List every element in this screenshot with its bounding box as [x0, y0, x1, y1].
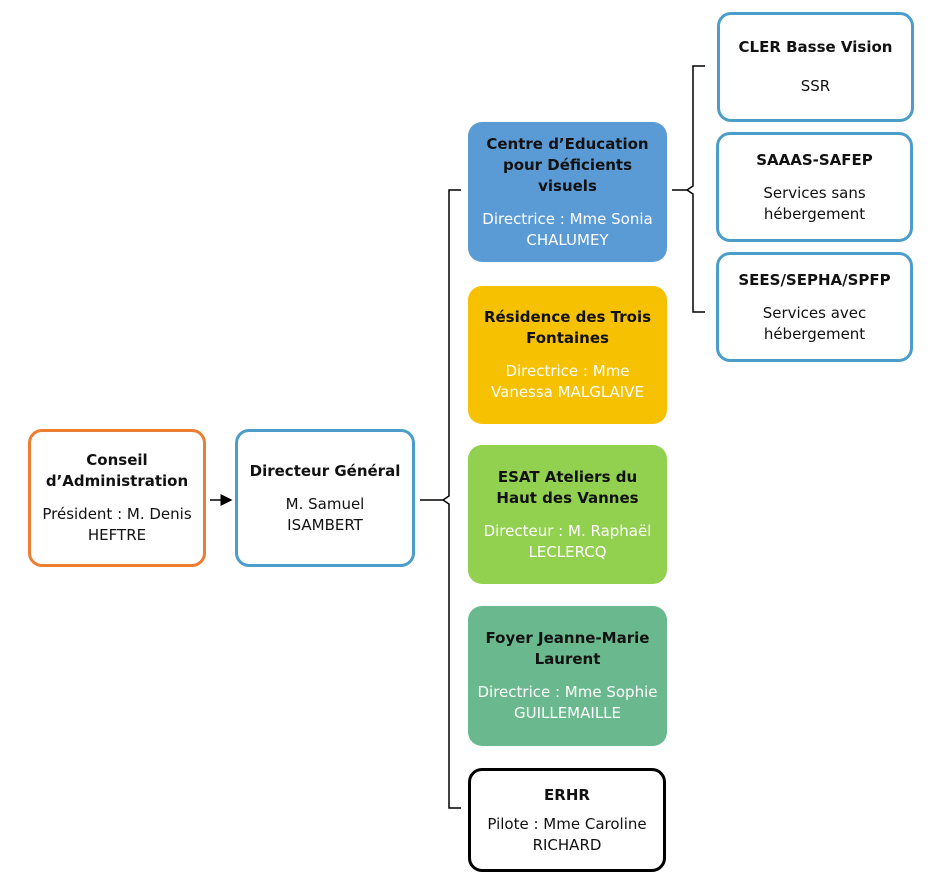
conseil-title: Conseil d’Administration: [45, 451, 189, 490]
centre-education-box: Centre d’Education pour Déficients visue…: [468, 122, 667, 262]
sees-sepha-spfp-box: SEES/SEPHA/SPFP Services avec hébergemen…: [716, 252, 913, 362]
directeur-general-title: Directeur Général: [249, 461, 401, 480]
residence-trois-fontaines-box: Résidence des Trois Fontaines Directrice…: [468, 286, 667, 424]
establishment-director: Directeur : M. Raphaël LECLERCQ: [483, 521, 652, 561]
esat-ateliers-box: ESAT Ateliers du Haut des Vannes Directe…: [468, 445, 667, 584]
service-title: SAAAS-SAFEP: [756, 150, 873, 169]
establishment-director: Directrice : Mme Vanessa MALGLAIVE: [491, 362, 644, 401]
conseil-president: Président : M. Denis HEFTRE: [42, 505, 192, 544]
establishment-title: Centre d’Education pour Déficients visue…: [486, 134, 649, 195]
cler-basse-vision-box: CLER Basse Vision SSR: [717, 12, 914, 122]
service-description: Services avec hébergement: [762, 303, 867, 343]
service-title: SEES/SEPHA/SPFP: [738, 270, 891, 289]
brace-establishments: [441, 189, 461, 809]
service-description: SSR: [800, 77, 831, 95]
directeur-general-box: Directeur Général M. Samuel ISAMBERT: [235, 429, 415, 567]
service-description: Services sans hébergement: [763, 183, 866, 223]
establishment-title: Foyer Jeanne-Marie Laurent: [485, 629, 650, 668]
foyer-jeanne-marie-box: Foyer Jeanne-Marie Laurent Directrice : …: [468, 606, 667, 746]
establishment-director: Directrice : Mme Sonia CHALUMEY: [482, 209, 653, 249]
establishment-director: Directrice : Mme Sophie GUILLEMAILLE: [477, 683, 658, 722]
erhr-box: ERHR Pilote : Mme Caroline RICHARD: [468, 768, 666, 872]
establishment-title: ESAT Ateliers du Haut des Vannes: [496, 467, 639, 507]
establishment-director: Pilote : Mme Caroline RICHARD: [487, 814, 647, 854]
establishment-title: ERHR: [544, 785, 590, 804]
conseil-administration-box: Conseil d’Administration Président : M. …: [28, 429, 206, 567]
service-title: CLER Basse Vision: [738, 38, 893, 56]
directeur-general-name: M. Samuel ISAMBERT: [285, 494, 365, 534]
establishment-title: Résidence des Trois Fontaines: [483, 308, 652, 347]
saaas-safep-box: SAAAS-SAFEP Services sans hébergement: [716, 132, 913, 242]
brace-services: [685, 65, 705, 313]
